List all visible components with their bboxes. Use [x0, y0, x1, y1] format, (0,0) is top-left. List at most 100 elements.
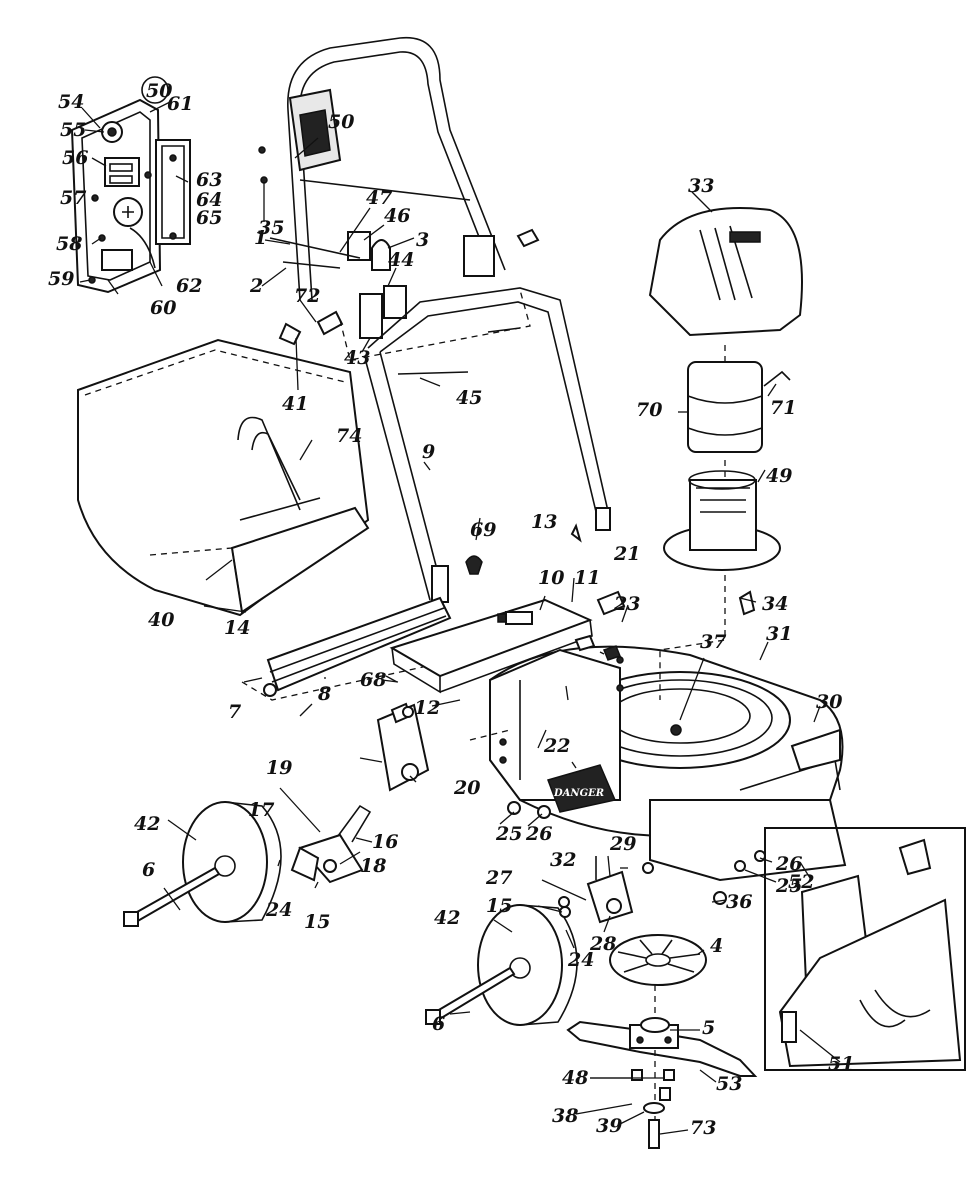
- label-36: 36: [726, 891, 752, 913]
- label-53: 53: [716, 1073, 742, 1095]
- label-63: 63: [196, 169, 222, 191]
- mower-deck: DANGER: [469, 645, 847, 882]
- fan: [609, 934, 707, 986]
- rear-door-plate: [389, 555, 593, 694]
- label-70: 70: [636, 399, 662, 421]
- lower-handle: [339, 287, 611, 603]
- label-34: 34: [762, 593, 788, 615]
- label-9: 9: [422, 441, 435, 463]
- height-adjuster-left: [290, 703, 430, 884]
- label-74: 74: [336, 425, 362, 447]
- label-11: 11: [574, 567, 600, 589]
- small-hardware: [258, 146, 766, 918]
- label-44: 44: [388, 249, 414, 271]
- label-16: 16: [372, 831, 398, 853]
- label-32: 32: [550, 849, 576, 871]
- rear-wheel-left: [123, 801, 282, 927]
- label-13: 13: [531, 511, 557, 533]
- label-33: 33: [688, 175, 714, 197]
- label-35: 35: [258, 217, 284, 239]
- rear-flap: [241, 596, 456, 701]
- label-41: 41: [282, 393, 308, 415]
- height-adjuster-right: [586, 856, 634, 924]
- label-1: 1: [254, 227, 267, 249]
- blade: [566, 985, 758, 1120]
- label-50: 50: [328, 111, 354, 133]
- label-61: 61: [167, 93, 193, 115]
- label-39: 39: [596, 1115, 622, 1137]
- callout-labels: 54 50 61 55 56 63 57 64 65 58 59 62 60 5…: [48, 80, 854, 1139]
- label-12: 12: [414, 697, 440, 719]
- label-43: 43: [344, 347, 370, 369]
- label-60: 60: [150, 297, 176, 319]
- motor-flange: [659, 460, 781, 700]
- label-37: 37: [700, 631, 726, 653]
- label-26-left: 26: [525, 823, 552, 845]
- label-69: 69: [470, 519, 496, 541]
- label-71: 71: [770, 397, 796, 419]
- callout-circle-50: [141, 76, 169, 104]
- label-50-circled: 50: [146, 80, 172, 102]
- motor-housing: [687, 345, 791, 453]
- label-15-right: 15: [486, 895, 512, 917]
- inset-detail: [764, 827, 966, 1071]
- label-49: 49: [766, 465, 792, 487]
- label-6-right: 6: [432, 1013, 445, 1035]
- leader-lines-switchbox: [79, 101, 189, 295]
- label-2: 2: [249, 275, 263, 297]
- label-10: 10: [538, 567, 564, 589]
- label-38: 38: [552, 1105, 578, 1127]
- label-65: 65: [196, 207, 222, 229]
- label-29: 29: [609, 833, 636, 855]
- label-14: 14: [224, 617, 250, 639]
- label-57: 57: [60, 187, 86, 209]
- label-21: 21: [613, 543, 640, 565]
- label-55: 55: [60, 119, 86, 141]
- label-19: 19: [266, 757, 292, 779]
- label-7: 7: [228, 701, 241, 723]
- danger-decal-text: DANGER: [553, 788, 604, 799]
- label-40: 40: [148, 609, 174, 631]
- label-62: 62: [176, 275, 202, 297]
- label-42-left: 42: [134, 813, 160, 835]
- label-18: 18: [360, 855, 386, 877]
- leader-lines-main: [163, 137, 841, 1135]
- label-5: 5: [702, 1017, 715, 1039]
- front-wheel-right: [425, 904, 578, 1026]
- label-52: 52: [788, 871, 814, 893]
- label-45: 45: [456, 387, 482, 409]
- label-47: 47: [366, 187, 392, 209]
- label-64: 64: [196, 189, 222, 211]
- label-42-right: 42: [434, 907, 460, 929]
- label-26-right: 26: [775, 853, 802, 875]
- label-54: 54: [58, 91, 84, 113]
- label-73: 73: [690, 1117, 716, 1139]
- label-56: 56: [62, 147, 88, 169]
- switch-box-detail: [70, 98, 191, 294]
- label-30: 30: [816, 691, 842, 713]
- blade-hardware: [631, 1069, 675, 1149]
- label-59: 59: [48, 268, 74, 290]
- label-31: 31: [766, 623, 792, 645]
- label-6-left: 6: [142, 859, 155, 881]
- label-28: 28: [589, 933, 616, 955]
- label-17: 17: [248, 799, 274, 821]
- label-3: 3: [416, 229, 429, 251]
- label-22: 22: [543, 735, 570, 757]
- label-51: 51: [828, 1053, 854, 1075]
- label-72: 72: [294, 285, 320, 307]
- label-25-left: 25: [495, 823, 522, 845]
- label-15-left: 15: [304, 911, 330, 933]
- label-23: 23: [613, 593, 640, 615]
- label-27: 27: [485, 867, 512, 889]
- label-24-right: 24: [567, 949, 594, 971]
- motor-cover: [648, 207, 803, 337]
- label-8: 8: [317, 683, 331, 705]
- label-25-right: 25: [775, 875, 802, 897]
- label-24-left: 24: [265, 899, 292, 921]
- label-46: 46: [384, 205, 410, 227]
- label-20: 20: [453, 777, 480, 799]
- upper-handle: [269, 36, 540, 346]
